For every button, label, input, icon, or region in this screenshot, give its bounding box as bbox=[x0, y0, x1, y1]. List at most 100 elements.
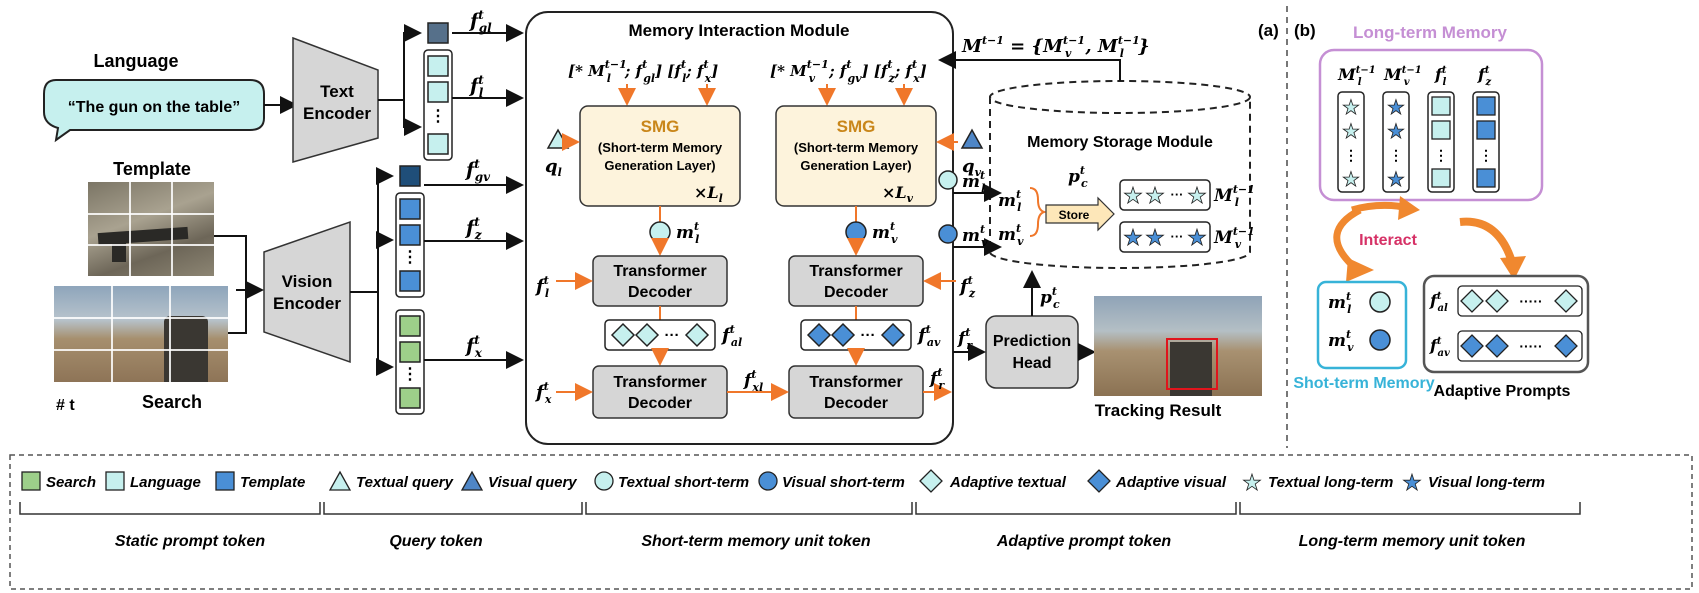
text-global-token bbox=[427, 22, 449, 44]
text-encoder-label-1: Text bbox=[320, 82, 354, 101]
svg-text:mtv: mtv bbox=[872, 220, 898, 246]
search-label: Search bbox=[142, 392, 202, 412]
smg-right-sub2: Generation Layer) bbox=[800, 158, 911, 173]
panel-b-label: (b) bbox=[1294, 21, 1316, 40]
decoder-bottom-left-l2: Decoder bbox=[628, 395, 692, 412]
svg-text:★: ★ bbox=[1342, 97, 1360, 119]
svg-text:Search: Search bbox=[46, 474, 96, 491]
group-long-term: Long-term memory unit token bbox=[1299, 533, 1526, 550]
smg-left-title: SMG bbox=[641, 117, 680, 136]
svg-text:···: ··· bbox=[1171, 187, 1184, 202]
smg-left-times: ×Ll bbox=[694, 183, 723, 205]
text-encoder bbox=[292, 36, 379, 163]
vision-encoder-label-1: Vision bbox=[282, 272, 333, 291]
text-encoder-label-2: Encoder bbox=[303, 104, 371, 123]
template-label: Template bbox=[113, 159, 191, 179]
short-term-title: Shot-term Memory bbox=[1293, 375, 1434, 392]
panel-a-label: (a) bbox=[1258, 21, 1279, 40]
svg-text:⋮: ⋮ bbox=[1344, 147, 1358, 163]
store-label: Store bbox=[1059, 208, 1090, 222]
svg-text:Visual long-term: Visual long-term bbox=[1428, 474, 1545, 491]
svg-text:mtv: mtv bbox=[962, 223, 988, 249]
svg-text:ptc: ptc bbox=[1068, 164, 1088, 190]
svg-text:ftr: ftr bbox=[957, 326, 973, 352]
legend-box bbox=[9, 454, 1693, 590]
decoder-top-left-l2: Decoder bbox=[628, 284, 692, 301]
decoder-top-right-l1: Transformer bbox=[809, 263, 902, 280]
svg-text:···: ··· bbox=[1171, 229, 1184, 244]
long-term-title: Long-term Memory bbox=[1353, 23, 1508, 42]
svg-text:⋮: ⋮ bbox=[1434, 147, 1448, 163]
template-image bbox=[88, 182, 214, 276]
svg-text:⋮: ⋮ bbox=[430, 108, 446, 125]
frame-label: # t bbox=[56, 397, 75, 414]
svg-text:Visual query: Visual query bbox=[488, 474, 577, 491]
interact-label: Interact bbox=[1359, 232, 1417, 249]
textual-short-term-token bbox=[649, 221, 671, 243]
svg-text:★: ★ bbox=[1187, 225, 1207, 250]
svg-text:Adaptive textual: Adaptive textual bbox=[949, 474, 1067, 491]
tracking-bbox bbox=[1166, 338, 1218, 390]
group-query: Query token bbox=[389, 533, 483, 550]
smg-right-times: ×Lv bbox=[882, 183, 914, 205]
svg-text:★: ★ bbox=[1242, 470, 1262, 495]
svg-text:★: ★ bbox=[1123, 183, 1143, 208]
svg-text:⋮: ⋮ bbox=[402, 366, 418, 383]
svg-text:mtl: mtl bbox=[676, 220, 699, 246]
svg-text:⋮: ⋮ bbox=[1389, 147, 1403, 163]
svg-text:Textual query: Textual query bbox=[356, 474, 454, 491]
legend-row: Search Language Template Textual query V… bbox=[21, 469, 1545, 495]
prediction-head-l1: Prediction bbox=[993, 333, 1071, 350]
decoder-bottom-left-l1: Transformer bbox=[613, 374, 706, 391]
language-text: “The gun on the table” bbox=[68, 99, 240, 116]
svg-text:mtl: mtl bbox=[998, 188, 1021, 214]
svg-text:★: ★ bbox=[1145, 225, 1165, 250]
vision-global-token bbox=[399, 165, 421, 187]
svg-text:★: ★ bbox=[1342, 169, 1360, 191]
language-title: Language bbox=[93, 51, 178, 71]
svg-text:·····: ····· bbox=[1519, 338, 1542, 354]
prediction-head bbox=[985, 315, 1079, 389]
visual-query-icon bbox=[960, 128, 984, 149]
decoder-bottom-right-l1: Transformer bbox=[809, 374, 902, 391]
group-static: Static prompt token bbox=[115, 533, 265, 550]
svg-text:···: ··· bbox=[861, 327, 876, 344]
svg-text:mtl: mtl bbox=[1328, 290, 1351, 316]
vision-encoder-label-2: Encoder bbox=[273, 294, 341, 313]
svg-text:mtv: mtv bbox=[1328, 328, 1354, 354]
decoder-bottom-right-l2: Decoder bbox=[824, 395, 888, 412]
smg-left-sub1: (Short-term Memory bbox=[598, 140, 723, 155]
smg-left-sub2: Generation Layer) bbox=[604, 158, 715, 173]
smg-right-title: SMG bbox=[837, 117, 876, 136]
svg-text:mtv: mtv bbox=[998, 222, 1024, 248]
language-bubble bbox=[43, 79, 265, 143]
store-arrow bbox=[1045, 196, 1115, 232]
svg-text:⋮: ⋮ bbox=[1479, 147, 1493, 163]
group-adaptive: Adaptive prompt token bbox=[996, 533, 1171, 550]
svg-text:★: ★ bbox=[1145, 183, 1165, 208]
svg-text:ftz: ftz bbox=[1477, 65, 1492, 88]
visual-short-term-token bbox=[845, 221, 867, 243]
search-image bbox=[54, 286, 228, 382]
svg-text:Textual short-term: Textual short-term bbox=[618, 474, 749, 491]
smg-right-sub1: (Short-term Memory bbox=[794, 140, 919, 155]
label-q-l: ql bbox=[545, 156, 562, 179]
prediction-head-l2: Head bbox=[1012, 355, 1051, 372]
svg-text:Adaptive visual: Adaptive visual bbox=[1115, 474, 1227, 491]
svg-text:·····: ····· bbox=[1519, 293, 1542, 309]
decoder-top-left-l1: Transformer bbox=[613, 263, 706, 280]
svg-text:Textual long-term: Textual long-term bbox=[1268, 474, 1393, 491]
vision-encoder bbox=[263, 220, 351, 364]
svg-text:Language: Language bbox=[130, 474, 201, 491]
